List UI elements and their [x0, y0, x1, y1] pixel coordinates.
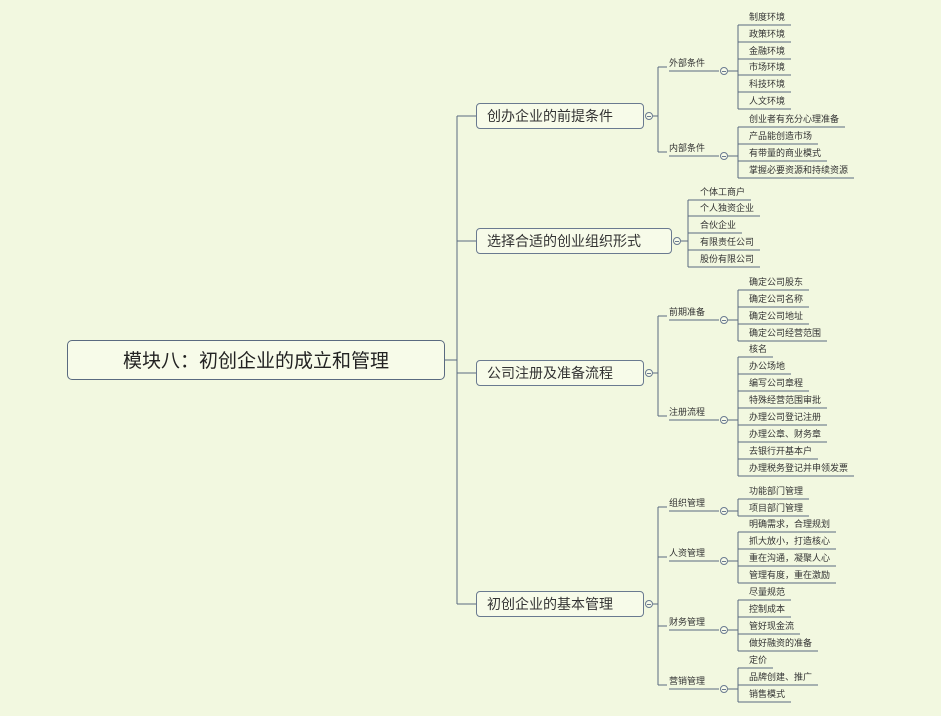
leaf-node[interactable]: 编写公司章程: [749, 379, 804, 389]
leaf-node[interactable]: 合伙企业: [700, 221, 737, 231]
leaf-node[interactable]: 确定公司地址: [749, 312, 804, 322]
leaf-node[interactable]: 制度环境: [749, 13, 786, 23]
collapse-toggle[interactable]: [673, 237, 681, 245]
sub-branch-node[interactable]: 内部条件: [669, 144, 706, 154]
leaf-node[interactable]: 特殊经营范围审批: [749, 396, 822, 406]
collapse-toggle[interactable]: [720, 67, 728, 75]
leaf-node[interactable]: 做好融资的准备: [749, 639, 813, 649]
branch-node[interactable]: 初创企业的基本管理: [476, 591, 644, 617]
leaf-node[interactable]: 去银行开基本户: [749, 447, 813, 457]
leaf-node[interactable]: 定价: [749, 656, 768, 666]
sub-branch-node[interactable]: 外部条件: [669, 59, 706, 69]
leaf-node[interactable]: 办理公司登记注册: [749, 413, 822, 423]
sub-branch-node[interactable]: 注册流程: [669, 408, 706, 418]
collapse-toggle[interactable]: [645, 600, 653, 608]
leaf-node[interactable]: 市场环境: [749, 63, 786, 73]
collapse-toggle[interactable]: [645, 369, 653, 377]
leaf-node[interactable]: 办理税务登记并申领发票: [749, 464, 849, 474]
leaf-node[interactable]: 金融环境: [749, 47, 786, 57]
leaf-node[interactable]: 政策环境: [749, 30, 786, 40]
leaf-node[interactable]: 办公场地: [749, 362, 786, 372]
branch-node[interactable]: 选择合适的创业组织形式: [476, 228, 672, 254]
leaf-node[interactable]: 掌握必要资源和持续资源: [749, 166, 849, 176]
leaf-node[interactable]: 有带量的商业模式: [749, 149, 822, 159]
collapse-toggle[interactable]: [720, 507, 728, 515]
leaf-node[interactable]: 科技环境: [749, 80, 786, 90]
collapse-toggle[interactable]: [720, 152, 728, 160]
leaf-node[interactable]: 办理公章、财务章: [749, 430, 822, 440]
leaf-node[interactable]: 管理有度，重在激励: [749, 571, 831, 581]
leaf-node[interactable]: 有限责任公司: [700, 238, 755, 248]
leaf-node[interactable]: 个人独资企业: [700, 204, 755, 214]
collapse-toggle[interactable]: [720, 316, 728, 324]
leaf-node[interactable]: 销售模式: [749, 690, 786, 700]
leaf-node[interactable]: 确定公司股东: [749, 278, 804, 288]
leaf-node[interactable]: 个体工商户: [700, 188, 746, 198]
sub-branch-node[interactable]: 营销管理: [669, 677, 706, 687]
leaf-node[interactable]: 确定公司名称: [749, 295, 804, 305]
leaf-node[interactable]: 管好现金流: [749, 622, 795, 632]
leaf-node[interactable]: 重在沟通，凝聚人心: [749, 554, 831, 564]
leaf-node[interactable]: 人文环境: [749, 97, 786, 107]
collapse-toggle[interactable]: [720, 416, 728, 424]
leaf-node[interactable]: 尽量规范: [749, 588, 786, 598]
branch-node[interactable]: 公司注册及准备流程: [476, 360, 644, 386]
sub-branch-node[interactable]: 前期准备: [669, 308, 706, 318]
sub-branch-node[interactable]: 人资管理: [669, 549, 706, 559]
leaf-node[interactable]: 确定公司经营范围: [749, 329, 822, 339]
collapse-toggle[interactable]: [720, 626, 728, 634]
leaf-node[interactable]: 功能部门管理: [749, 487, 804, 497]
root-node[interactable]: 模块八：初创企业的成立和管理: [67, 340, 445, 380]
leaf-node[interactable]: 项目部门管理: [749, 504, 804, 514]
branch-node[interactable]: 创办企业的前提条件: [476, 103, 644, 129]
leaf-node[interactable]: 明确需求，合理规划: [749, 520, 831, 530]
collapse-toggle[interactable]: [720, 557, 728, 565]
collapse-toggle[interactable]: [645, 112, 653, 120]
sub-branch-node[interactable]: 财务管理: [669, 618, 706, 628]
leaf-node[interactable]: 核名: [749, 345, 768, 355]
leaf-node[interactable]: 股份有限公司: [700, 255, 755, 265]
sub-branch-node[interactable]: 组织管理: [669, 499, 706, 509]
collapse-toggle[interactable]: [720, 685, 728, 693]
leaf-node[interactable]: 控制成本: [749, 605, 786, 615]
leaf-node[interactable]: 产品能创造市场: [749, 132, 813, 142]
leaf-node[interactable]: 品牌创建、推广: [749, 673, 813, 683]
leaf-node[interactable]: 创业者有充分心理准备: [749, 115, 840, 125]
leaf-node[interactable]: 抓大放小，打造核心: [749, 537, 831, 547]
